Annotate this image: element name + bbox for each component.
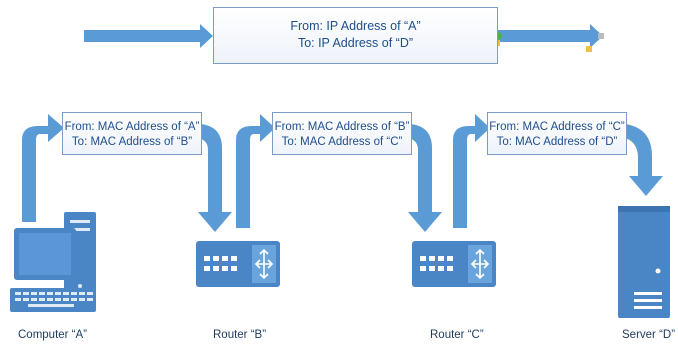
connector-handle xyxy=(586,46,592,52)
computer-a-label: Computer “A” xyxy=(18,329,88,341)
mac-header-box-c-d: From: MAC Address of “C” To: MAC Address… xyxy=(487,112,627,155)
mac-to-label: To: MAC Address of “B” xyxy=(71,136,193,148)
arrow-down-c xyxy=(408,124,442,232)
mac-to-label: To: MAC Address of “D” xyxy=(496,136,618,148)
arrow-down-d xyxy=(625,124,663,196)
mac-header-box-a-b: From: MAC Address of “A” To: MAC Address… xyxy=(62,112,202,155)
server-d-label: Server “D” xyxy=(622,329,676,341)
arrow-down-b xyxy=(198,124,232,232)
computer-icon xyxy=(10,212,96,312)
server-icon xyxy=(618,206,670,318)
arrow-up-a xyxy=(22,114,64,222)
router-icon xyxy=(196,241,280,287)
router-b-label: Router “B” xyxy=(213,329,267,341)
mac-from-label: From: MAC Address of “A” xyxy=(64,121,200,133)
mac-from-label: From: MAC Address of “B” xyxy=(274,121,410,133)
ip-arrow-right xyxy=(498,24,603,48)
router-c-label: Router “C” xyxy=(430,329,484,341)
ip-header-box: From: IP Address of “A” To: IP Address o… xyxy=(213,7,498,64)
ip-to-label: To: IP Address of “D” xyxy=(297,36,414,50)
router-icon xyxy=(412,241,496,287)
mac-to-label: To: MAC Address of “C” xyxy=(281,136,403,148)
arrow-up-c xyxy=(453,114,490,228)
mac-from-label: From: MAC Address of “C” xyxy=(489,121,625,133)
mac-header-box-b-c: From: MAC Address of “B” To: MAC Address… xyxy=(272,112,412,155)
ip-from-label: From: IP Address of “A” xyxy=(290,19,421,33)
arrow-up-b xyxy=(236,114,275,228)
connector-handle xyxy=(598,33,604,39)
ip-arrow-left xyxy=(84,24,213,48)
